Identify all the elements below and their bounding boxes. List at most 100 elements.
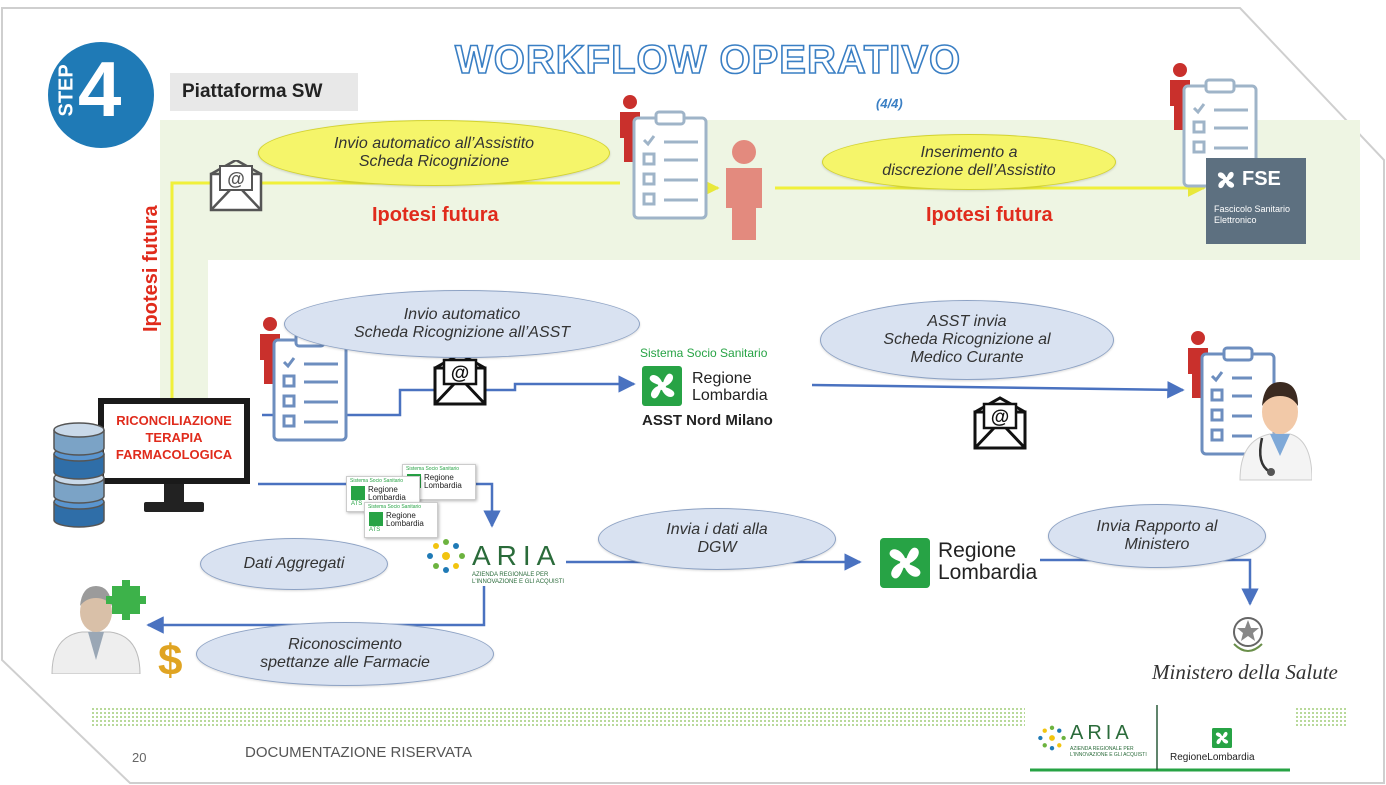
step-word: STEP — [55, 64, 78, 117]
fse-name: FSE — [1242, 168, 1281, 190]
person-icon — [726, 140, 762, 240]
regione-center-text: Regione Lombardia — [938, 540, 1037, 584]
regione-lombardia-logo-icon — [351, 486, 365, 500]
ats-card-system: Sistema Socio Sanitario — [350, 478, 404, 484]
page-title: WORKFLOW OPERATIVO — [454, 37, 962, 83]
regione-lombardia-logo-icon — [880, 538, 930, 588]
regione-lombardia-logo-icon — [642, 366, 682, 406]
ministero-label: Ministero della Salute — [1152, 660, 1338, 684]
rtf-line2: TERAPIA — [145, 430, 203, 445]
regione-center-line2: Lombardia — [938, 561, 1038, 584]
asst-regione-line2: Lombardia — [692, 387, 768, 404]
blue-flow-to-aria — [258, 482, 501, 528]
fse-desc-line2: Elettronico — [1214, 215, 1257, 225]
oval-dati-aggregati: Dati Aggregati — [200, 538, 388, 590]
at-symbol: @ — [227, 169, 245, 189]
ats-card-system: Sistema Socio Sanitario — [368, 504, 422, 510]
ats-card-tag: ATS — [351, 501, 363, 507]
step-number: 4 — [78, 45, 122, 133]
oval-invia-dgw-text: Invia i dati alla DGW — [666, 521, 768, 556]
oval-invio-assistito: Invio automatico all’Assistito Scheda Ri… — [258, 120, 610, 186]
footer-confidential-text: DOCUMENTAZIONE RISERVATA — [245, 744, 472, 761]
oval-inserimento: Inserimento a discrezione dell’Assistito — [822, 134, 1116, 190]
fse-description: Fascicolo Sanitario Elettronico — [1214, 204, 1290, 226]
platform-label: Piattaforma SW — [170, 73, 358, 111]
aria-logo-icon — [1038, 725, 1066, 751]
email-icon: @ — [433, 352, 487, 406]
aria-description: AZIENDA REGIONALE PER L'INNOVAZIONE E GL… — [472, 572, 564, 586]
doctor-clipboard-icon — [1188, 331, 1312, 481]
oval-asst-invia-text: ASST invia Scheda Ricognizione al Medico… — [883, 313, 1051, 366]
oval-riconoscimento-text: Riconoscimento spettanze alle Farmacie — [260, 636, 430, 671]
regione-lombardia-logo-icon — [369, 512, 383, 526]
oval-invia-rapporto-text: Invia Rapporto al Ministero — [1096, 518, 1218, 553]
footer-aria-description: AZIENDA REGIONALE PER L'INNOVAZIONE E GL… — [1070, 746, 1147, 758]
ats-card-line1: Regione — [368, 485, 398, 494]
oval-riconoscimento: Riconoscimento spettanze alle Farmacie — [196, 622, 494, 686]
aria-logo-icon — [427, 539, 465, 573]
database-icon — [53, 422, 105, 528]
clipboard-person-icon — [620, 95, 708, 220]
page-number: 20 — [132, 750, 147, 765]
fse-box: FSE Fascicolo Sanitario Elettronico — [1206, 158, 1306, 244]
email-icon: @ — [209, 160, 263, 212]
regione-center-line1: Regione — [938, 539, 1017, 562]
aria-desc-line2: L'INNOVAZIONE E GLI ACQUISTI — [472, 579, 565, 585]
ats-card-line1: Regione — [386, 511, 416, 520]
asst-regione-line1: Regione — [692, 370, 752, 387]
rtf-line3: FARMACOLOGICA — [115, 447, 233, 462]
footer-dots-band — [90, 706, 1025, 728]
at-symbol: @ — [991, 407, 1010, 428]
oval-dati-aggregati-text: Dati Aggregati — [243, 555, 345, 572]
ipotesi-futura-label-1: Ipotesi futura — [372, 204, 499, 226]
ats-card-line2: Lombardia — [368, 493, 406, 502]
fse-logo-icon — [1217, 171, 1235, 189]
regione-lombardia-logo-icon — [1212, 728, 1232, 748]
ats-card-line2: Lombardia — [386, 519, 424, 528]
fse-desc-line1: Fascicolo Sanitario — [1214, 204, 1291, 214]
footer-aria-line1: AZIENDA REGIONALE PER — [1070, 746, 1134, 752]
oval-invio-asst-text: Invio automatico Scheda Ricognizione all… — [353, 306, 571, 341]
footer-aria-line2: L'INNOVAZIONE E GLI ACQUISTI — [1070, 752, 1147, 758]
oval-invio-asst: Invio automatico Scheda Ricognizione all… — [284, 290, 640, 358]
ats-card-line1: Regione — [424, 473, 454, 482]
blue-flow-to-medico — [811, 381, 1185, 399]
future-band — [160, 120, 1360, 430]
asst-regione-text: Regione Lombardia — [692, 370, 768, 404]
oval-invia-rapporto: Invia Rapporto al Ministero — [1048, 504, 1266, 568]
ats-card-line2: Lombardia — [424, 481, 462, 490]
footer-dots-band-right — [1296, 706, 1346, 728]
blue-flow-to-farmacia — [146, 586, 486, 634]
footer-aria-name: ARIA — [1070, 722, 1133, 744]
rtf-line1: RICONCILIAZIONE — [116, 413, 232, 428]
ats-card-tag: ATS — [369, 527, 381, 533]
at-symbol: @ — [451, 363, 470, 384]
asst-unit-label: ASST Nord Milano — [642, 412, 773, 429]
italian-emblem-icon — [1233, 617, 1263, 652]
ipotesi-futura-vertical: Ipotesi futura — [140, 205, 162, 332]
oval-asst-invia: ASST invia Scheda Ricognizione al Medico… — [820, 300, 1114, 380]
aria-desc-line1: AZIENDA REGIONALE PER — [472, 572, 549, 578]
pharmacist-icon — [51, 580, 146, 674]
monitor-icon — [98, 398, 250, 512]
clipboard-person-icon — [260, 317, 348, 442]
asst-system-label: Sistema Socio Sanitario — [640, 346, 768, 360]
step-badge: STEP 4 — [48, 42, 154, 148]
footer-regione-label: RegioneLombardia — [1170, 752, 1255, 763]
email-icon: @ — [973, 396, 1027, 450]
oval-invio-assistito-text: Invio automatico all’Assistito Scheda Ri… — [333, 135, 535, 170]
oval-invia-dgw: Invia i dati alla DGW — [598, 508, 836, 570]
aria-name: ARIA — [472, 540, 562, 571]
dollar-icon: $ — [158, 636, 183, 685]
oval-inserimento-text: Inserimento a discrezione dell’Assistito — [882, 144, 1056, 179]
ipotesi-futura-label-2: Ipotesi futura — [926, 204, 1053, 226]
doctor-icon — [1239, 382, 1312, 481]
page-subtitle: (4/4) — [876, 96, 903, 111]
ats-card-system: Sistema Socio Sanitario — [406, 466, 460, 472]
